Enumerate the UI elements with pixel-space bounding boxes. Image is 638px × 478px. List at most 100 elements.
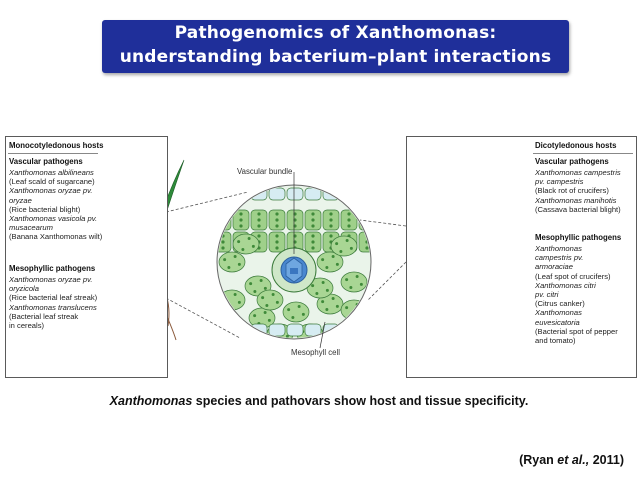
chloroplast — [365, 224, 369, 228]
mesophyll-cell — [330, 235, 358, 257]
chloroplast — [311, 240, 315, 244]
chloroplast — [311, 246, 315, 250]
chloroplast — [265, 304, 269, 308]
connector-line — [165, 297, 241, 339]
citation-suffix: 2011) — [589, 453, 624, 467]
chloroplast — [263, 286, 267, 290]
panel-text-line: euvesicatoria — [535, 317, 580, 327]
panel-heading: Dicotyledonous hosts — [535, 141, 617, 150]
caption-text: species and pathovars show host and tiss… — [192, 394, 529, 408]
chloroplast — [247, 236, 251, 240]
chloroplast — [261, 296, 265, 300]
leaf-cross-section — [216, 172, 372, 349]
panel-text-line: (Black rot of crucifers) — [535, 186, 609, 196]
chloroplast — [349, 286, 353, 290]
chloroplast — [291, 316, 295, 320]
palisade-cell — [286, 187, 304, 201]
chloroplast — [359, 310, 363, 314]
figure-caption: Xanthomonas species and pathovars show h… — [0, 394, 638, 408]
chloroplast — [329, 212, 333, 216]
chloroplast — [311, 212, 315, 216]
chloroplast — [241, 248, 245, 252]
palisade-cell — [218, 187, 232, 201]
panel-text-line: (Banana Xanthomonas wilt) — [9, 232, 103, 242]
chloroplast — [325, 266, 329, 270]
connector-lines — [165, 191, 407, 339]
chloroplast — [253, 290, 257, 294]
chloroplast — [233, 292, 237, 296]
dicot-hosts-panel: Dicotyledonous hosts Vascular pathogens … — [406, 136, 637, 378]
chloroplast — [311, 234, 315, 238]
chloroplast — [237, 240, 241, 244]
chloroplast — [275, 240, 279, 244]
chloroplast — [349, 246, 353, 250]
chloroplast — [275, 224, 279, 228]
panel-text-line: musacearum — [9, 223, 53, 233]
panel-text-line: Xanthomonas oryzae pv. — [9, 186, 93, 196]
chloroplast — [221, 212, 225, 216]
chloroplast — [221, 240, 225, 244]
epidermis-cell — [286, 323, 304, 337]
chloroplast — [239, 212, 243, 216]
citation-etal: et al., — [557, 453, 590, 467]
panel-text-line: pv. citri — [535, 290, 559, 299]
chloroplast — [267, 318, 271, 322]
chloroplast — [345, 278, 349, 282]
chloroplast — [315, 292, 319, 296]
vascular-bundle-label: Vascular bundle — [237, 167, 293, 176]
epidermis-cell — [218, 323, 232, 337]
connector-line — [165, 191, 249, 213]
chloroplast — [221, 246, 225, 250]
panel-text-line: Xanthomonas manihotis — [535, 195, 617, 205]
palisade-cell — [340, 187, 358, 201]
chloroplast — [271, 292, 275, 296]
epidermis-cell — [358, 323, 370, 337]
chloroplast — [365, 246, 369, 250]
citation-prefix: (Ryan — [519, 453, 558, 467]
divider — [533, 153, 633, 154]
chloroplast — [257, 234, 261, 238]
chloroplast — [251, 244, 255, 248]
chloroplast — [347, 212, 351, 216]
panel-text-line: oryzae — [9, 195, 32, 205]
panel-heading: Monocotyledonous hosts — [9, 141, 104, 150]
chloroplast — [325, 308, 329, 312]
mesophyll-cell — [340, 271, 368, 293]
chloroplast — [257, 218, 261, 222]
panel-text-line: pv. campestris — [535, 177, 584, 187]
chloroplast — [321, 280, 325, 284]
connector-line — [367, 261, 407, 301]
panel-text-line: Xanthomonas campestris — [535, 168, 621, 177]
chloroplast — [237, 262, 241, 266]
section-title: Mesophyllic pathogens — [9, 264, 96, 273]
panel-text-line: Xanthomonas citri — [535, 280, 596, 290]
panel-text-line: Xanthomonas — [535, 308, 582, 318]
panel-text-line: armoraciae — [535, 262, 573, 272]
chloroplast — [259, 278, 263, 282]
panel-text-line: oryzicola — [9, 284, 39, 294]
panel-text-line: (Rice bacterial leaf streak) — [9, 293, 98, 303]
title-line-2: understanding bacterium–plant interactio… — [119, 47, 552, 67]
palisade-cell — [218, 209, 232, 231]
title-banner: Pathogenomics of Xanthomonas: understand… — [102, 20, 569, 73]
chloroplast — [287, 308, 291, 312]
chloroplast — [263, 310, 267, 314]
panel-text-line: (Leaf scald of sugarcane) — [9, 177, 95, 187]
chloroplast — [325, 288, 329, 292]
chloroplast — [311, 284, 315, 288]
mesophyll-cell — [282, 301, 310, 323]
chloroplast — [253, 314, 257, 318]
panel-text-line: Xanthomonas — [535, 244, 582, 253]
chloroplast — [347, 218, 351, 222]
mesophyll-cell — [218, 251, 246, 273]
epidermis-cell — [268, 323, 286, 337]
caption-species: Xanthomonas — [109, 394, 193, 408]
panel-text-line: campestris pv. — [535, 253, 584, 263]
chloroplast — [331, 254, 335, 258]
panel-text-line: (Leaf spot of crucifers) — [535, 271, 611, 281]
chloroplast — [275, 246, 279, 250]
chloroplast — [275, 234, 279, 238]
panel-text-line: Xanthomonas albilineans — [9, 168, 94, 177]
palisade-cell — [268, 187, 286, 201]
chloroplast — [275, 338, 278, 341]
